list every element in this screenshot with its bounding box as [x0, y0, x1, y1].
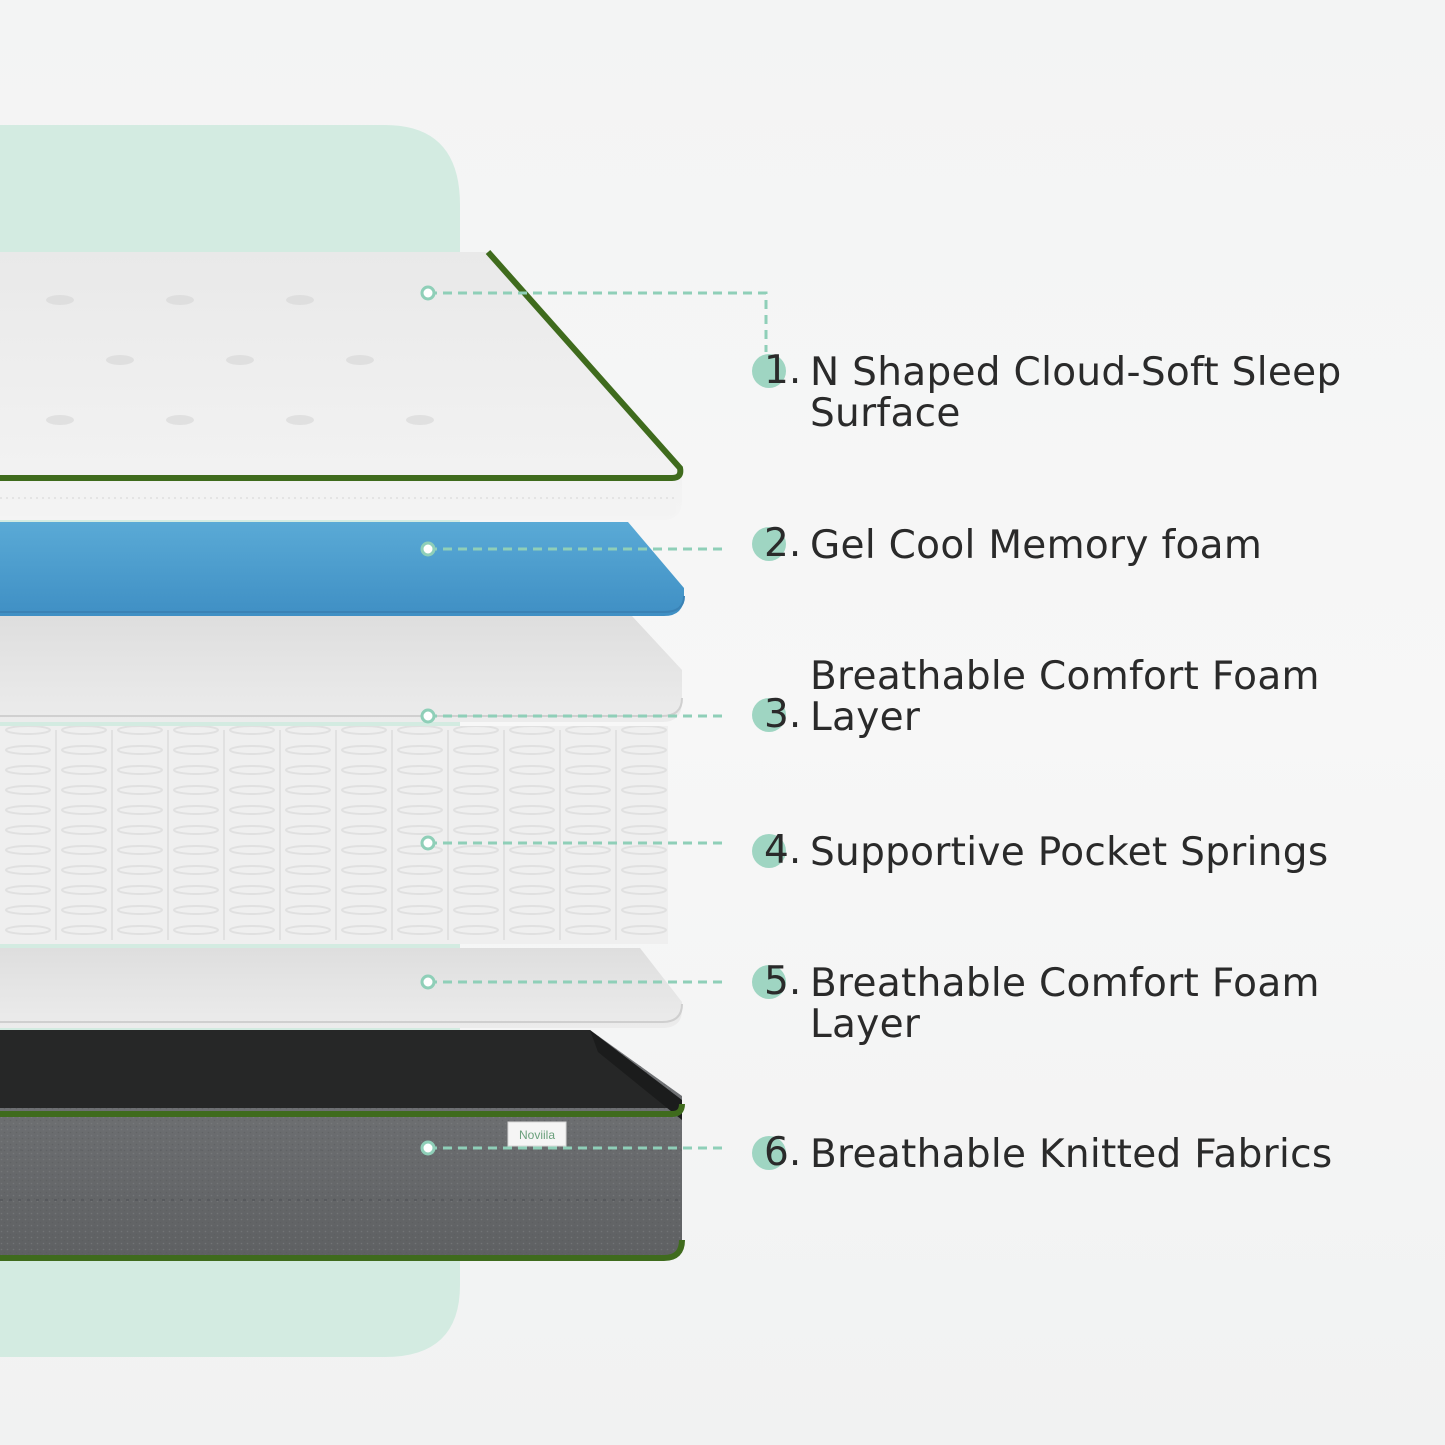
- callout-dot-3: [420, 708, 436, 724]
- number-dot: [752, 965, 786, 999]
- callout-dot-6: [420, 1140, 436, 1156]
- layer-label-line: Layer: [810, 695, 921, 740]
- layer-label-line: Layer: [810, 1002, 921, 1047]
- layer-top-comfort-foam: [0, 616, 683, 722]
- layer-label-line: Surface: [810, 391, 961, 436]
- layer-number: 6.: [764, 1130, 802, 1175]
- callout-dot-2: [420, 541, 436, 557]
- layer-label-4: 4. Supportive Pocket Springs: [752, 828, 1329, 875]
- layer-label-line: Breathable Comfort Foam: [810, 961, 1320, 1006]
- layer-label-line: Breathable Knitted Fabrics: [810, 1132, 1333, 1177]
- number-dot: [752, 354, 786, 388]
- callout-dot-5: [420, 974, 436, 990]
- layer-knitted-fabric-base: [0, 1030, 685, 1261]
- layer-quilted-top: [0, 250, 684, 520]
- layer-gel-memory-foam: [0, 522, 685, 616]
- callout-line-1: [428, 291, 768, 352]
- layer-label-2: 2. Gel Cool Memory foam: [752, 521, 1263, 568]
- brand-tag: Noviila: [507, 1121, 567, 1147]
- callout-dot-1: [420, 285, 436, 301]
- brand-logo-text: Noviila: [519, 1128, 555, 1142]
- layer-label-line: Supportive Pocket Springs: [810, 830, 1329, 875]
- layer-label-6: 6. Breathable Knitted Fabrics: [752, 1130, 1333, 1177]
- number-dot: [752, 1136, 786, 1170]
- layer-number: 3.: [764, 692, 802, 737]
- number-dot: [752, 834, 786, 868]
- number-dot: [752, 698, 786, 732]
- layer-label-line: N Shaped Cloud-Soft Sleep: [810, 350, 1342, 395]
- layer-number: 1.: [764, 348, 802, 393]
- callout-dot-4: [420, 835, 436, 851]
- layer-label-line: Breathable Comfort Foam: [810, 654, 1320, 699]
- layer-bottom-comfort-foam: [0, 948, 683, 1028]
- number-dot: [752, 527, 786, 561]
- layer-pocket-springs: [0, 726, 668, 944]
- layer-number: 4.: [764, 828, 802, 873]
- layer-label-line: Gel Cool Memory foam: [810, 523, 1263, 568]
- layer-number: 2.: [764, 521, 802, 566]
- layer-number: 5.: [764, 959, 802, 1004]
